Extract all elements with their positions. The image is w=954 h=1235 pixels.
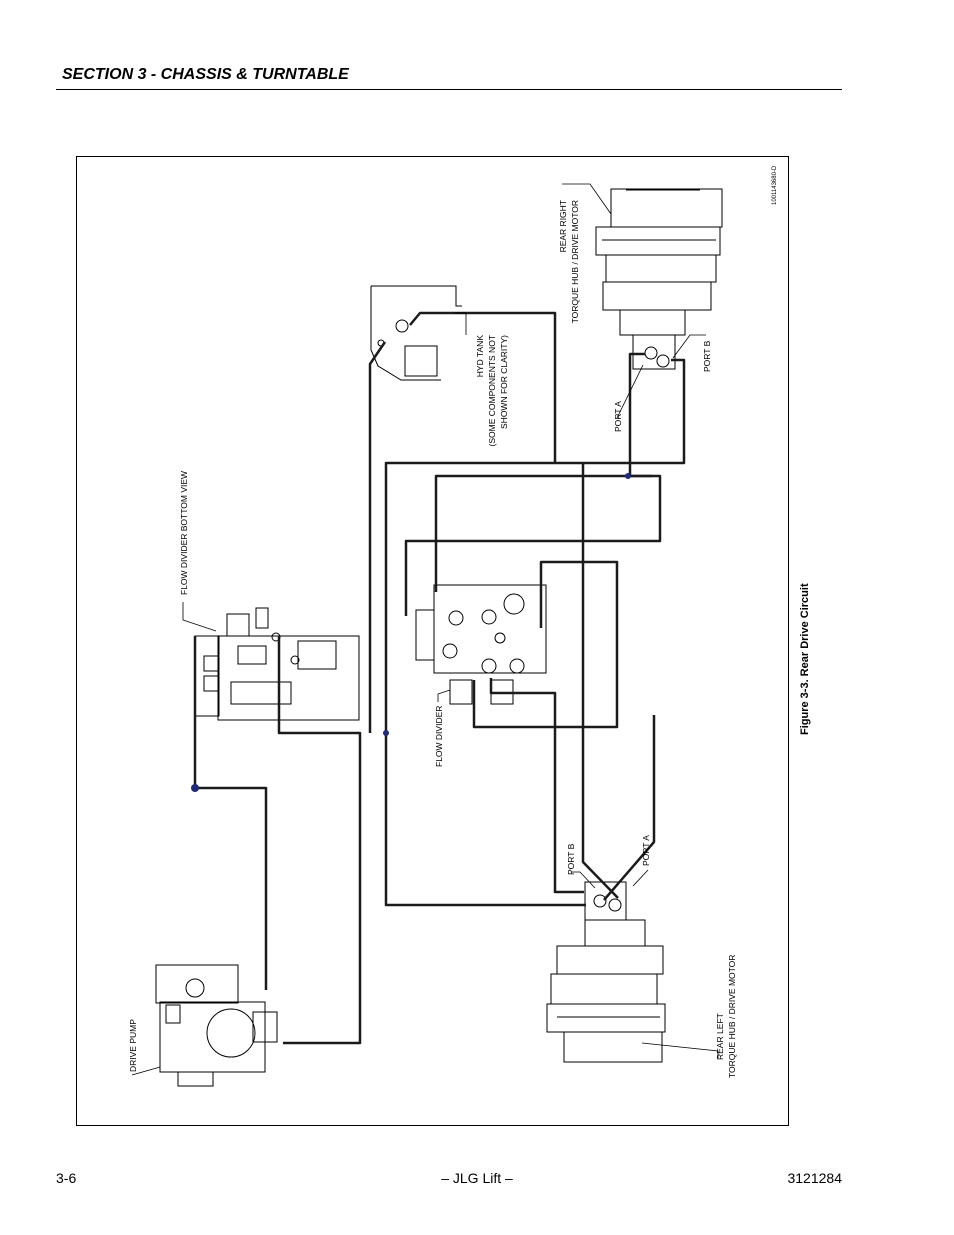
figure-caption: Figure 3-3. Rear Drive Circuit (799, 583, 811, 735)
header-rule (56, 89, 842, 90)
drive-pump (155, 964, 278, 1087)
figure-frame (76, 156, 789, 1126)
page-number: 3-6 (56, 1170, 77, 1186)
flow-divider (415, 584, 547, 705)
label-rear-right-line1: REAR RIGHT (558, 200, 568, 252)
drawing-number: 1001143680-D (772, 165, 778, 205)
label-flow-divider: FLOW DIVIDER (434, 706, 444, 767)
hydraulic-lines (193, 311, 686, 1045)
footer-center: – JLG Lift – (441, 1170, 513, 1186)
label-rear-right-line2: TORQUE HUB / DRIVE MOTOR (570, 200, 580, 323)
rear-right-torque-hub (595, 188, 723, 370)
label-rear-left-line1: REAR LEFT (715, 1013, 725, 1060)
label-port-b-right: PORT B (702, 340, 712, 372)
label-hyd-tank-line3: SHOWN FOR CLARITY) (499, 335, 509, 429)
flow-divider-bottom-view (194, 607, 360, 721)
label-port-b-left: PORT B (566, 843, 576, 875)
label-hyd-tank-line1: HYD TANK (475, 335, 485, 378)
rear-left-torque-hub (546, 881, 666, 1063)
hyd-tank (370, 285, 462, 381)
label-drive-pump: DRIVE PUMP (128, 1019, 138, 1072)
label-port-a-left: PORT A (641, 835, 651, 866)
doc-number: 3121284 (787, 1170, 842, 1186)
section-title: SECTION 3 - CHASSIS & TURNTABLE (62, 66, 349, 83)
junction-dots (191, 473, 631, 792)
label-flow-divider-bottom-view: FLOW DIVIDER BOTTOM VIEW (179, 471, 189, 595)
label-hyd-tank-line2: (SOME COMPONENTS NOT (487, 335, 497, 446)
leader-lines (131, 183, 719, 1076)
label-rear-left-line2: TORQUE HUB / DRIVE MOTOR (727, 955, 737, 1078)
